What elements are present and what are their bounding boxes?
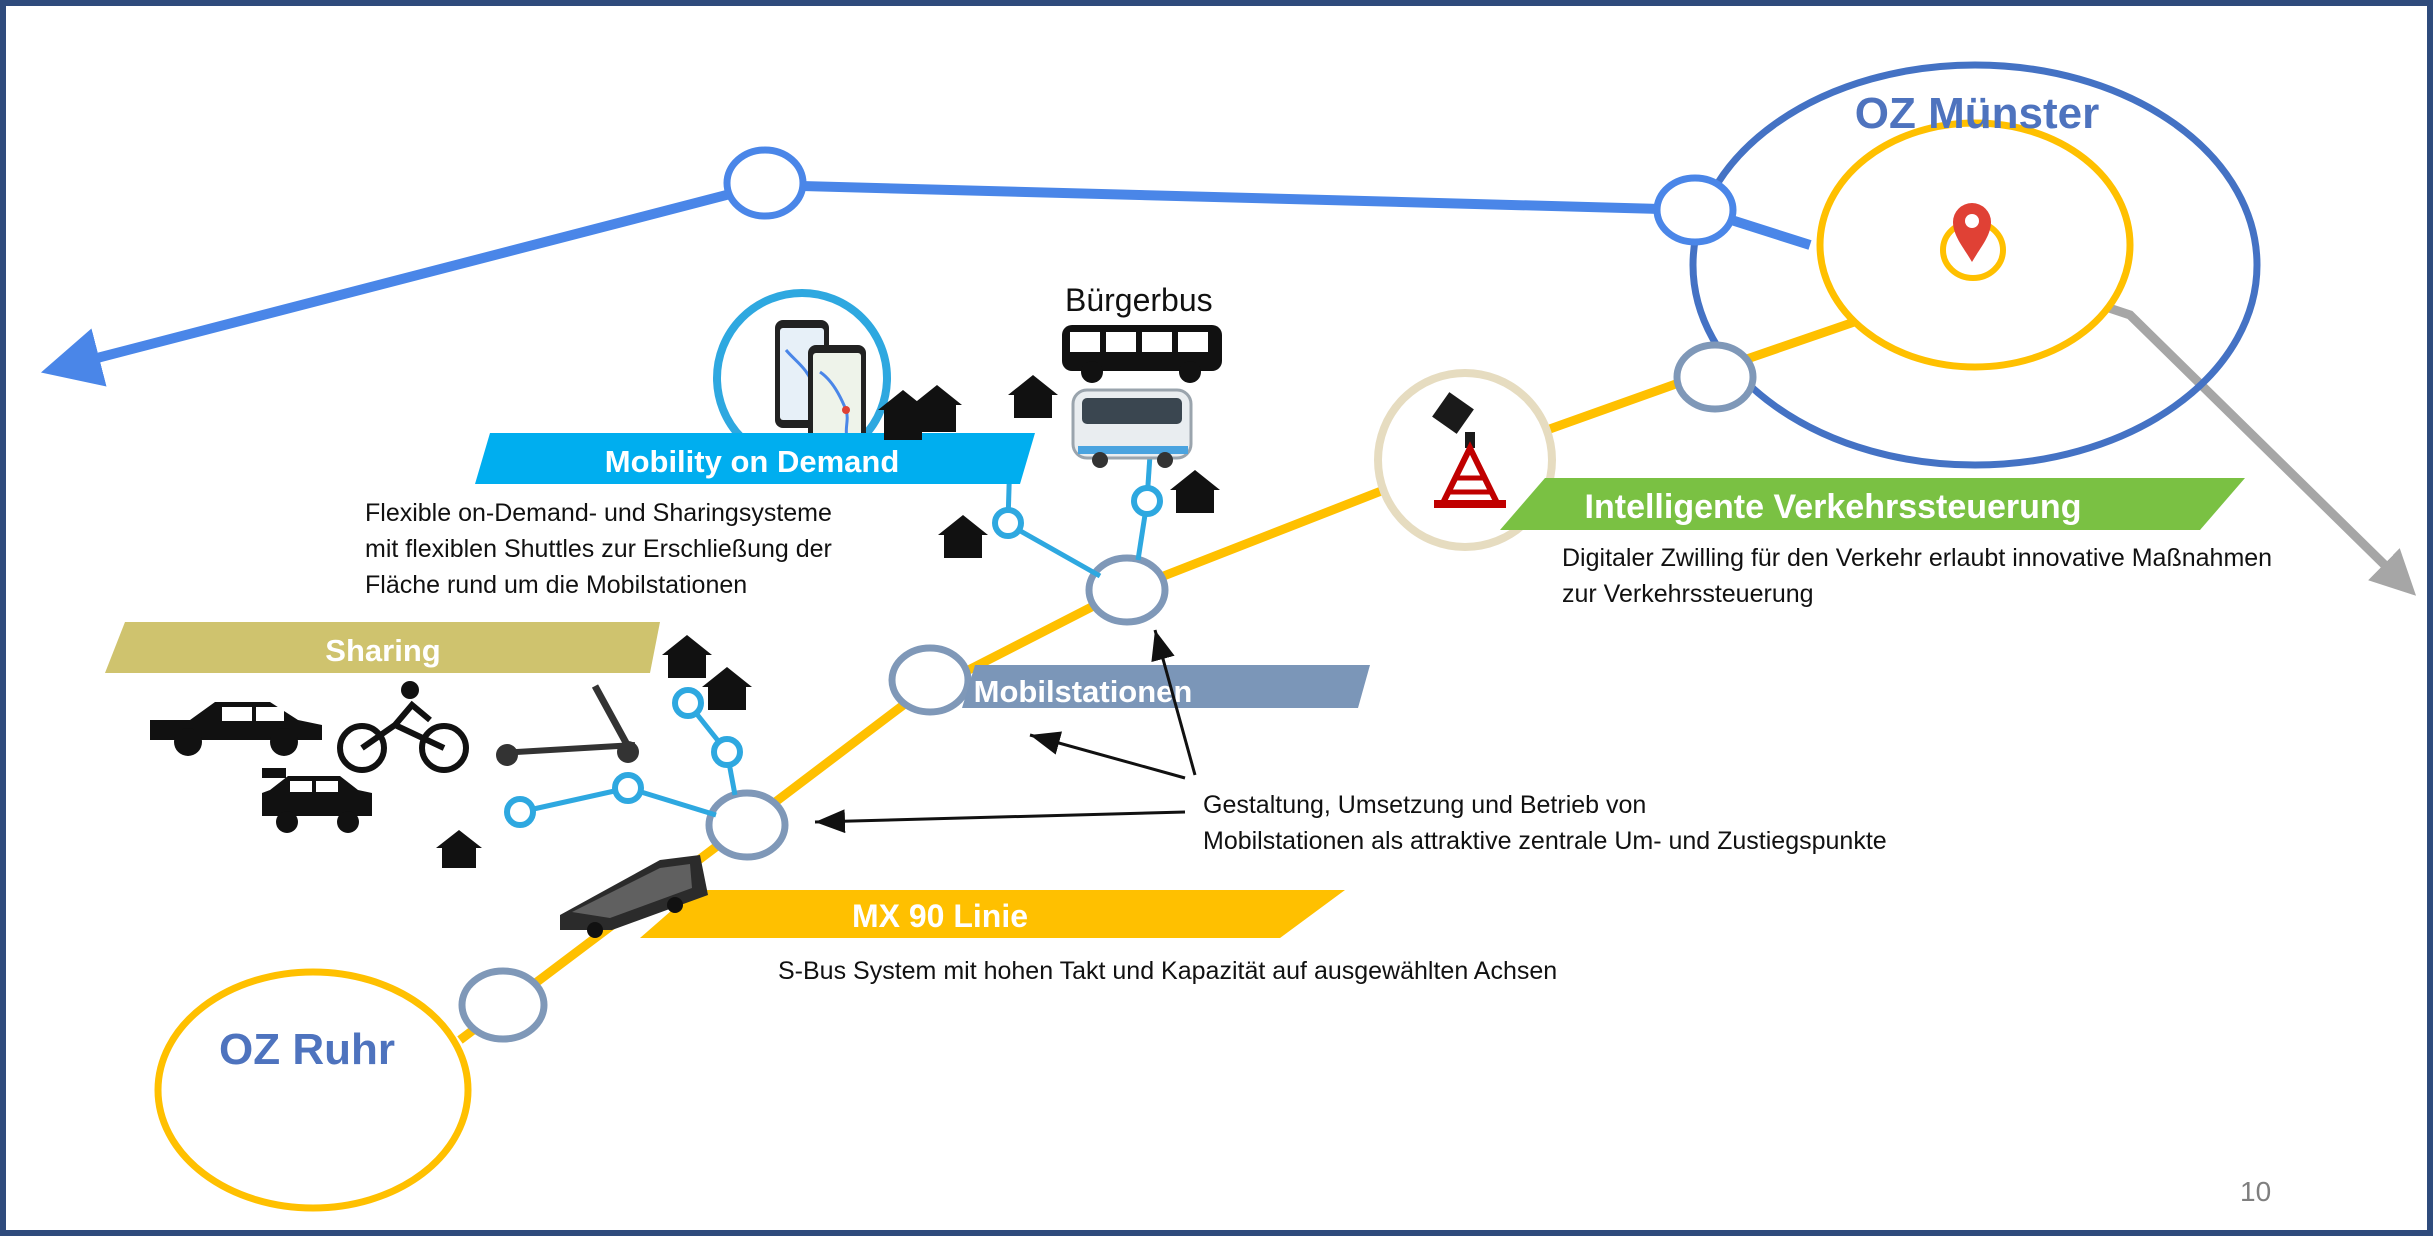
mod-node-2 xyxy=(1131,485,1163,517)
taxi-icon xyxy=(262,768,372,833)
buergerbus-label: Bürgerbus xyxy=(1065,282,1213,318)
smartphone-app-icon xyxy=(775,320,866,461)
mod-node-1 xyxy=(992,507,1024,539)
sharing-node-4 xyxy=(672,687,704,719)
mod-description-line: Flexible on-Demand- und Sharingsysteme xyxy=(365,499,832,527)
mx90-description: S-Bus System mit hohen Takt und Kapazitä… xyxy=(778,953,1557,989)
annotation-arrows xyxy=(814,629,1197,834)
ivs-description-line: Digitaler Zwilling für den Verkehr erlau… xyxy=(1562,544,2273,572)
banner-mobilstationen-label: Mobilstationen xyxy=(974,674,1193,709)
blue-station-2 xyxy=(1653,174,1737,246)
mx90-description-line: S-Bus System mit hohen Takt und Kapazitä… xyxy=(778,957,1558,985)
station-mod-hub xyxy=(1085,554,1169,626)
mx90-bus-icon xyxy=(560,855,708,938)
banner-mobility-on-demand-label: Mobility on Demand xyxy=(605,444,900,479)
oz-ruhr-title: OZ Ruhr xyxy=(219,1025,395,1074)
oz-ruhr-ring xyxy=(154,968,472,1212)
banner-mobilstationen xyxy=(962,665,1370,708)
bus-icon xyxy=(1062,325,1222,383)
autonomous-shuttle-icon xyxy=(1071,388,1193,468)
mod-description: Flexible on-Demand- und Sharingsysteme m… xyxy=(365,495,832,603)
ivs-description: Digitaler Zwilling für den Verkehr erlau… xyxy=(1562,540,2272,612)
mobilstationen-description-line: Mobilstationen als attraktive zentrale U… xyxy=(1203,827,1887,855)
station-ozm-approach xyxy=(1673,341,1757,413)
grey-route-arrow xyxy=(2083,295,2417,596)
banner-intelligente-label: Intelligente Verkehrssteuerung xyxy=(1585,488,2082,526)
mod-description-line: Fläche rund um die Mobilstationen xyxy=(365,571,748,599)
sharing-node-3 xyxy=(711,736,743,768)
station-mobilstationen xyxy=(888,644,972,716)
oz-muenster-outer-ring xyxy=(1689,61,2261,469)
mobilstationen-description-line: Gestaltung, Umsetzung und Betrieb von xyxy=(1203,791,1647,819)
banner-mobility-on-demand xyxy=(475,433,1035,484)
banner-mx90 xyxy=(640,890,1345,938)
mobilstationen-description: Gestaltung, Umsetzung und Betrieb von Mo… xyxy=(1203,787,1887,859)
banner-mx90-label: MX 90 Linie xyxy=(852,898,1028,934)
ivs-description-line: zur Verkehrssteuerung xyxy=(1562,580,1814,608)
car-icon xyxy=(150,702,322,756)
bicycle-icon xyxy=(337,681,469,773)
station-sharing-hub xyxy=(705,789,789,861)
oz-muenster-title: OZ Münster xyxy=(1855,89,2099,138)
location-pin-icon xyxy=(1953,203,1991,262)
blue-station-1 xyxy=(723,146,807,220)
banner-sharing xyxy=(105,622,660,673)
sharing-node-2 xyxy=(612,772,644,804)
station-ruhr-approach xyxy=(458,967,548,1043)
mod-description-line: mit flexiblen Shuttles zur Erschließung … xyxy=(365,535,832,563)
traffic-sensor-icon xyxy=(1432,392,1506,508)
sharing-node-1 xyxy=(504,796,536,828)
banner-intelligente-verkehrssteuerung xyxy=(1500,478,2245,530)
house-icons xyxy=(436,375,1220,868)
blue-route-line xyxy=(40,179,1812,387)
page-number: 10 xyxy=(2240,1176,2272,1207)
banner-sharing-label: Sharing xyxy=(325,633,440,668)
e-scooter-icon xyxy=(496,684,639,766)
